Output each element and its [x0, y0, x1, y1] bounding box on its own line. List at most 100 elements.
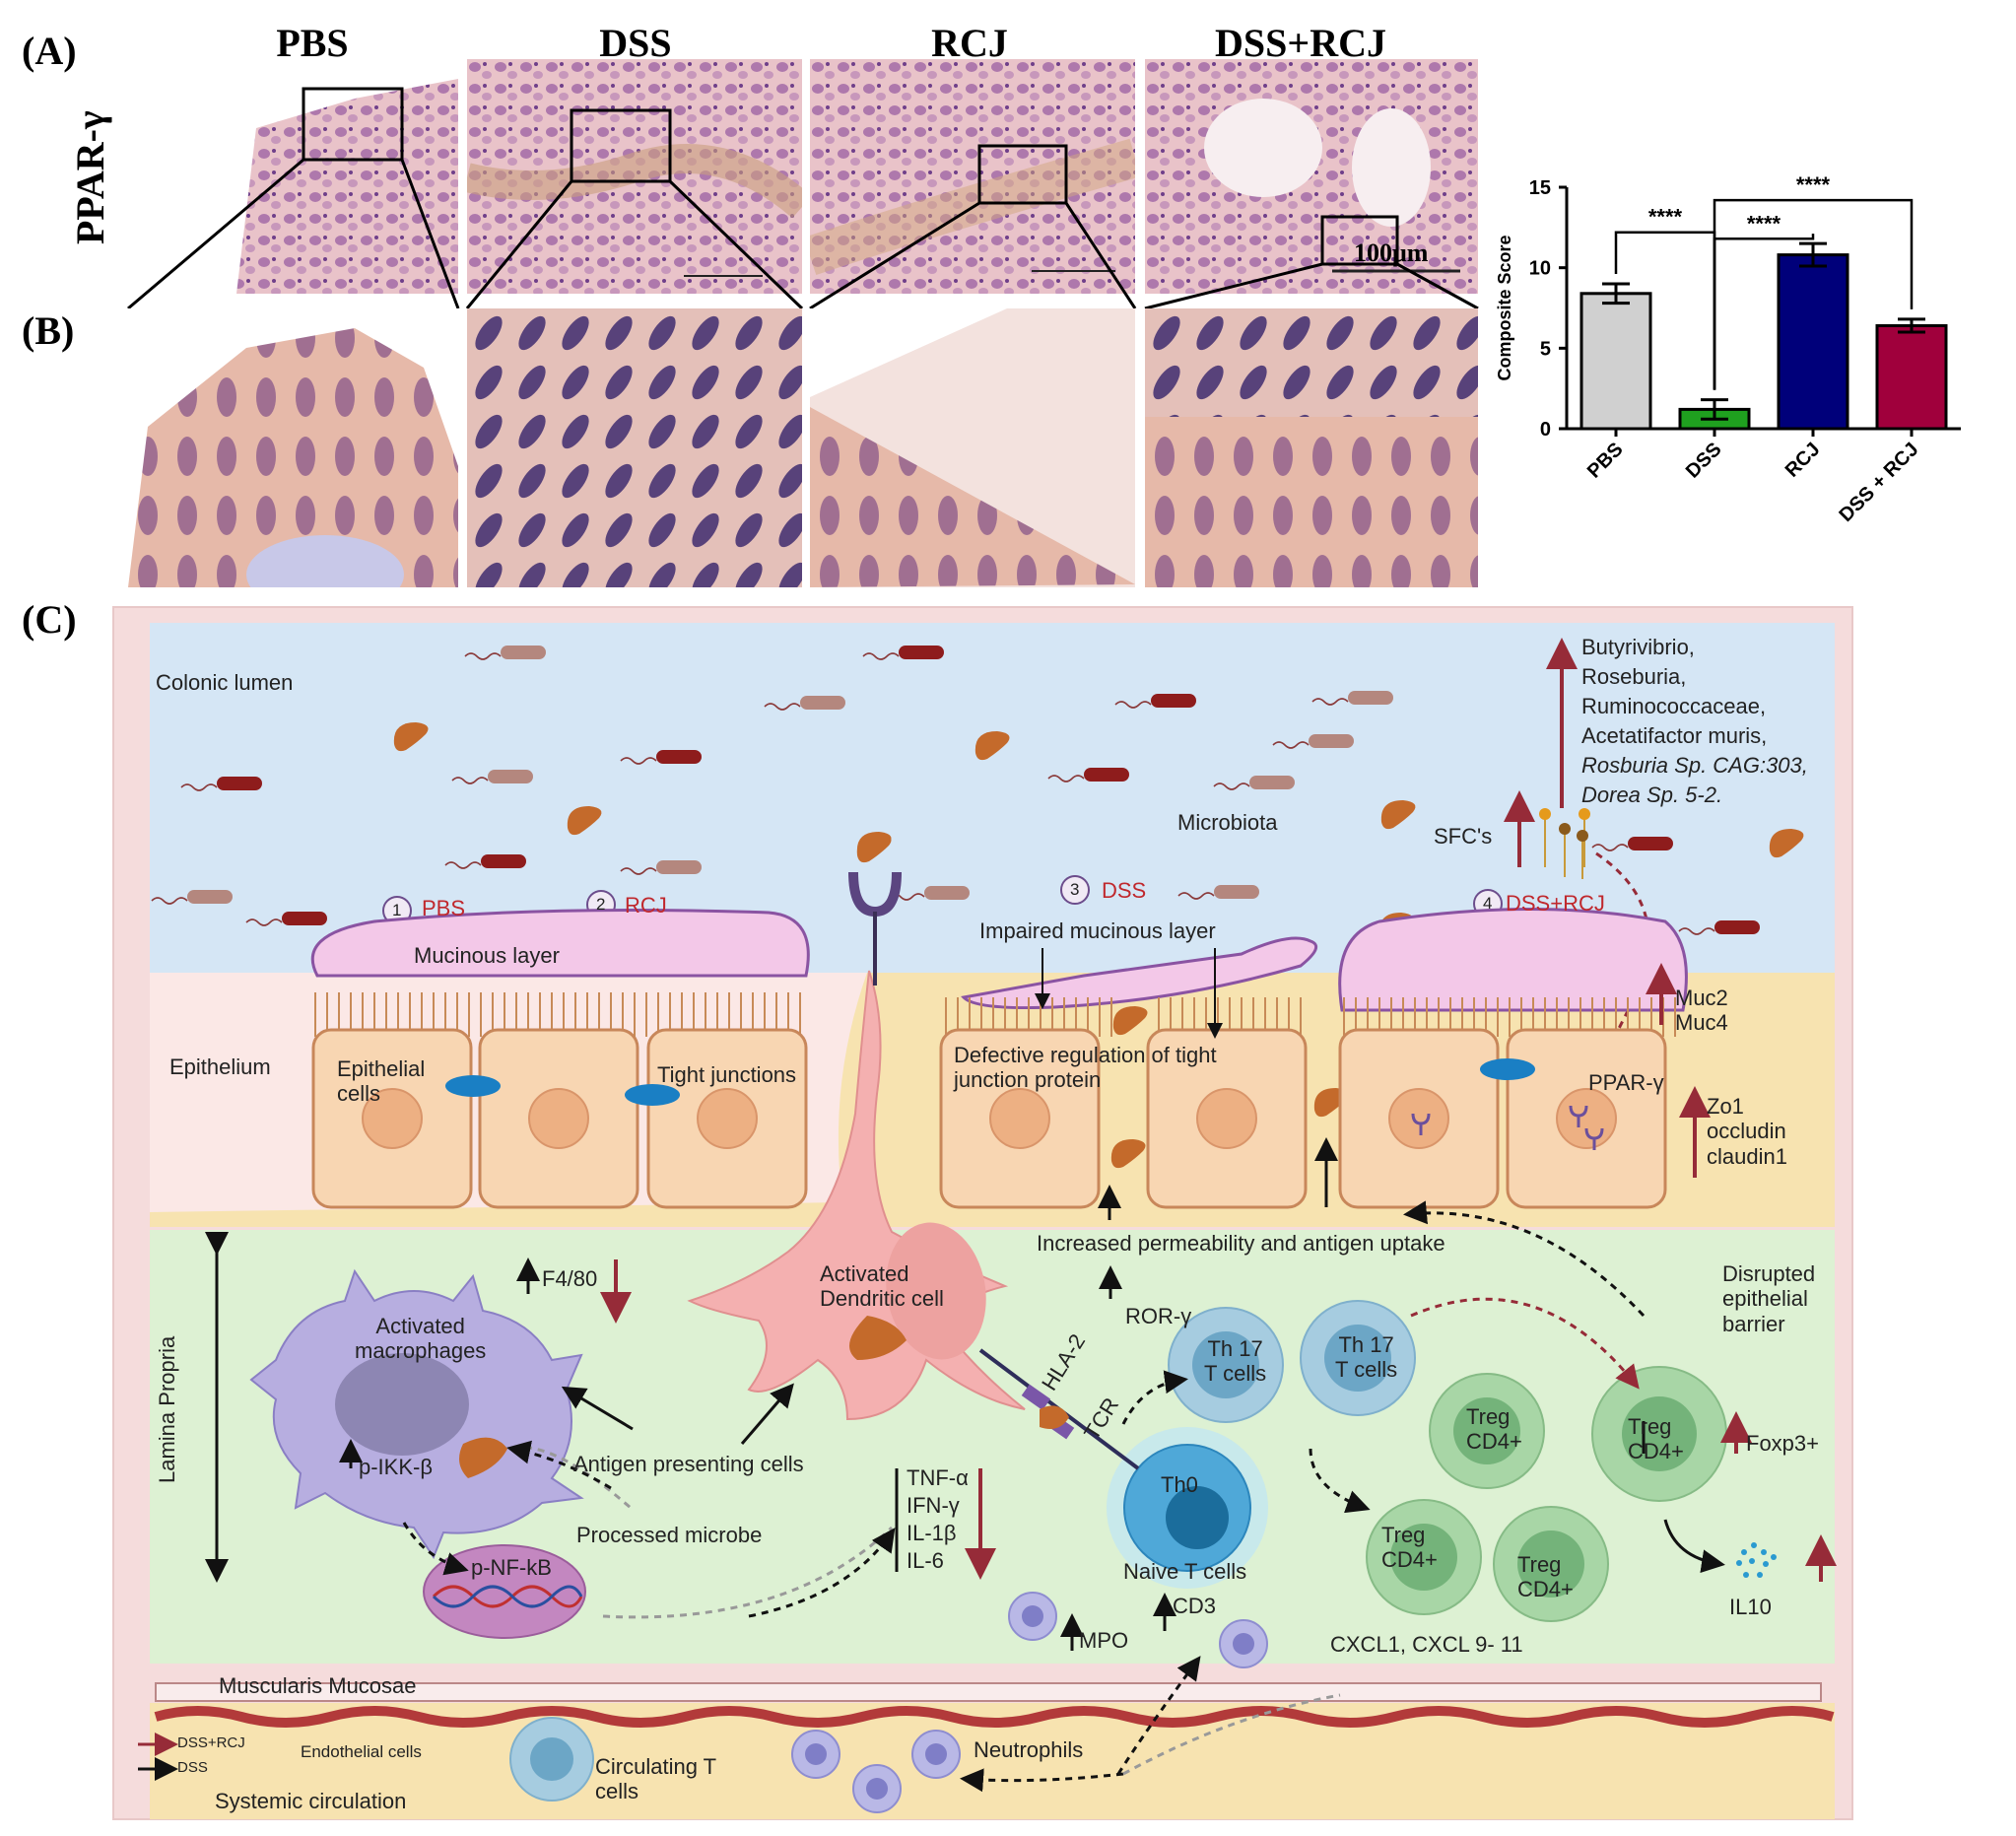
bacteria-item: Rosburia Sp. CAG:303,: [1581, 753, 1808, 778]
circ-t-line: cells: [595, 1779, 639, 1804]
bacteria-item: Dorea Sp. 5-2.: [1581, 782, 1723, 807]
mpo-label: MPO: [1079, 1628, 1129, 1653]
endothelial-label: Endothelial cells: [301, 1742, 422, 1761]
defective-line: Defective regulation of tight: [954, 1043, 1217, 1067]
region-lamina-propria: Lamina Propria: [155, 1336, 179, 1483]
treg-line: CD4+: [1628, 1439, 1684, 1464]
pikk-label: p-IKK-β: [359, 1455, 434, 1479]
circulating-t-label: Circulating T cells: [595, 1754, 716, 1804]
tj-line: occludin: [1707, 1119, 1786, 1144]
mucin-label: Muc2 Muc4: [1675, 986, 1728, 1036]
cytokines-label: TNF-α IFN-γ IL-1β IL-6: [907, 1464, 969, 1575]
group-header-dss-rcj: DSS+RCJ: [1215, 21, 1386, 65]
group-header-rcj: RCJ: [931, 21, 1008, 65]
tj-line: Zo1: [1707, 1094, 1744, 1119]
significance-bracket: [1713, 198, 1914, 390]
processed-microbe-label: Processed microbe: [576, 1523, 763, 1547]
ppar-label: PPAR-γ: [1588, 1070, 1664, 1095]
tight-junction-proteins-label: Zo1 occludin claudin1: [1707, 1094, 1787, 1169]
condition-3-num: 3: [1070, 880, 1080, 899]
panel-c-label: (C): [22, 597, 77, 642]
ror-label: ROR-γ: [1125, 1304, 1192, 1328]
condition-2-num: 2: [596, 895, 606, 914]
histology-zoom-pbs: [128, 308, 458, 587]
y-axis-label: Composite Score: [1495, 235, 1514, 380]
defective-line: junction protein: [954, 1067, 1102, 1093]
pnfkb-label: p-NF-kB: [471, 1555, 552, 1580]
dendritic-line: Activated: [820, 1261, 909, 1286]
treg-line: Treg: [1466, 1404, 1511, 1429]
permeability-label: Increased permeability and antigen uptak…: [1037, 1231, 1445, 1256]
treg-line: CD4+: [1381, 1547, 1438, 1573]
region-systemic: Systemic circulation: [215, 1789, 407, 1813]
cytokine-item: IFN-γ: [907, 1493, 960, 1518]
disrupted-line: barrier: [1722, 1311, 1785, 1336]
histology-dss-rcj: 100μm: [1145, 59, 1478, 294]
epithelial-cells-line: cells: [337, 1081, 381, 1107]
treg-label-1: Treg CD4+: [1466, 1404, 1522, 1455]
treg-label-4: Treg CD4+: [1517, 1552, 1574, 1602]
f480-label: F4/80: [542, 1266, 598, 1291]
legend-dss: DSS: [177, 1759, 208, 1776]
significance-label: ****: [1648, 205, 1683, 230]
bacteria-item: Roseburia,: [1581, 664, 1687, 689]
y-tick-label: 10: [1529, 258, 1551, 280]
histology-zoom-dss: [467, 308, 802, 587]
significance-label: ****: [1796, 172, 1831, 197]
bar: [1777, 253, 1849, 431]
th0-label: Th0: [1161, 1472, 1198, 1497]
naive-t-label: Naive T cells: [1123, 1559, 1247, 1584]
y-tick-label: 0: [1540, 419, 1551, 441]
group-header-dss: DSS: [599, 21, 672, 65]
treg-line: CD4+: [1466, 1429, 1522, 1455]
mucin-line: Muc4: [1675, 1010, 1728, 1036]
th17-label-1: Th 17 T cells: [1204, 1336, 1266, 1387]
region-colonic-lumen: Colonic lumen: [156, 670, 294, 695]
th17-line: T cells: [1335, 1357, 1398, 1383]
disrupted-barrier-label: Disrupted epithelial barrier: [1722, 1261, 1815, 1336]
cytokine-item: IL-6: [907, 1548, 944, 1573]
disrupted-line: epithelial: [1722, 1286, 1808, 1312]
region-epithelium: Epithelium: [169, 1054, 271, 1079]
mucin-line: Muc2: [1675, 986, 1728, 1010]
foxp3-label: Foxp3+: [1746, 1431, 1819, 1456]
th17-label-2: Th 17 T cells: [1335, 1332, 1397, 1383]
zoom-connectors: [127, 158, 1479, 310]
cytokine-item: TNF-α: [907, 1465, 969, 1490]
condition-4-name: DSS+RCJ: [1506, 891, 1605, 916]
bacteria-increase-list: Butyrivibrio, Roseburia, Ruminococcaceae…: [1581, 633, 1808, 810]
condition-3-name: DSS: [1102, 878, 1147, 903]
condition-1-name: PBS: [422, 896, 466, 920]
histology-dss: [467, 59, 802, 294]
neutrophils-label: Neutrophils: [974, 1737, 1084, 1762]
microbiota-label: Microbiota: [1177, 810, 1278, 835]
histology-rcj: [810, 59, 1135, 294]
cd3-label: CD3: [1173, 1594, 1217, 1618]
condition-4-num: 4: [1483, 894, 1493, 913]
panel-b-label: (B): [22, 308, 75, 353]
apc-label: Antigen presenting cells: [573, 1452, 804, 1476]
macrophages-line: macrophages: [355, 1338, 487, 1364]
group-header-pbs: PBS: [276, 21, 349, 65]
scale-bar-label: 100μm: [1354, 238, 1429, 267]
treg-label-2: Treg CD4+: [1628, 1414, 1684, 1464]
y-tick-label: 5: [1540, 338, 1551, 360]
treg-line: Treg: [1517, 1552, 1562, 1577]
bar: [1579, 292, 1652, 431]
cxcl-label: CXCL1, CXCL 9- 11: [1330, 1632, 1523, 1657]
legend-dss-rcj: DSS+RCJ: [177, 1734, 245, 1751]
significance-label: ****: [1747, 211, 1781, 236]
histology-zoom-dss-rcj: [1145, 308, 1478, 587]
th17-line: Th 17: [1207, 1336, 1263, 1361]
cytokine-item: IL-1β: [907, 1521, 957, 1545]
mucinous-layer-label: Mucinous layer: [414, 943, 560, 968]
histology-zoom-rcj: [810, 308, 1135, 587]
il10-label: IL10: [1729, 1595, 1772, 1619]
treg-label-3: Treg CD4+: [1381, 1523, 1438, 1573]
histology-pbs: [128, 59, 458, 294]
tight-junctions-label: Tight junctions: [657, 1062, 797, 1087]
treg-line: CD4+: [1517, 1577, 1574, 1602]
treg-line: Treg: [1381, 1523, 1426, 1547]
